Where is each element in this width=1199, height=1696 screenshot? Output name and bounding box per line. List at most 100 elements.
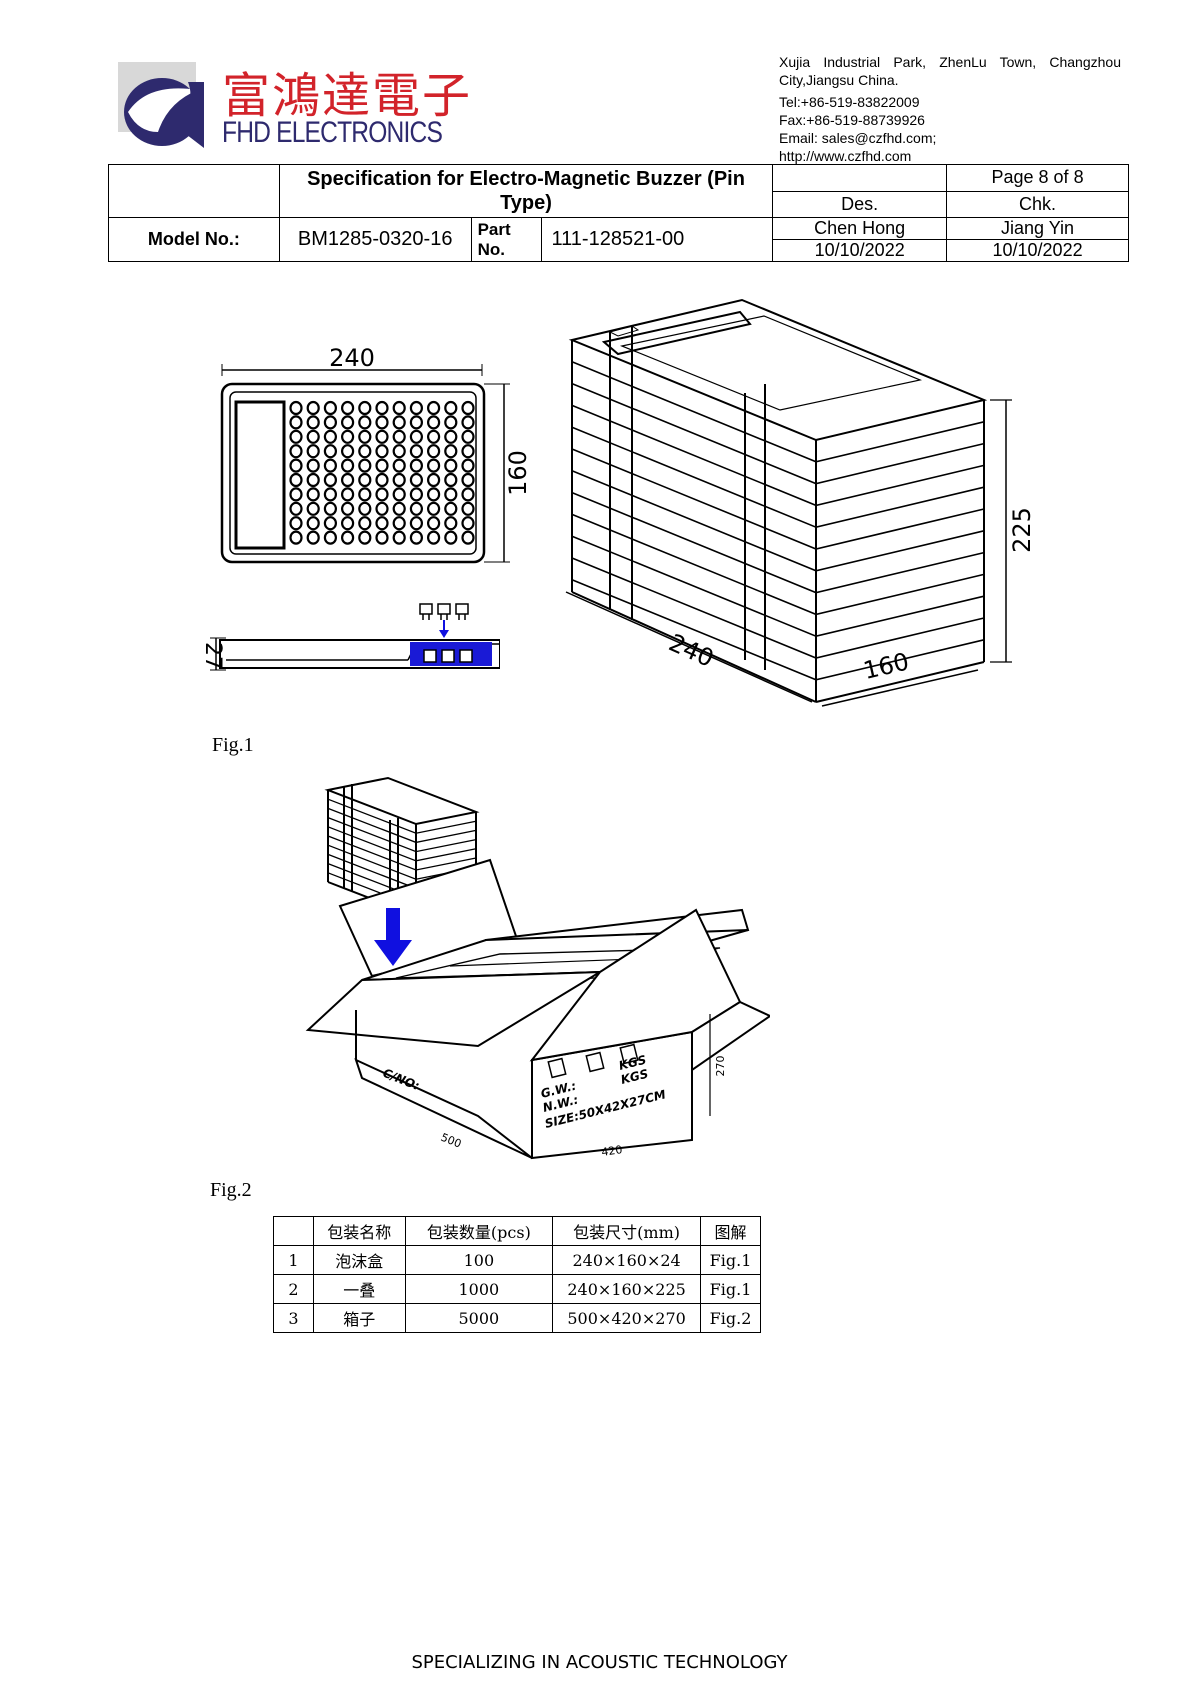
tray-cavity: [409, 400, 423, 416]
company-email: Email: sales@czfhd.com;: [779, 130, 937, 146]
table-row: 1 泡沫盒 100 240×160×24 Fig.1: [273, 1245, 761, 1275]
tray-cavity: [392, 530, 406, 545]
spec-title: Specification for Electro-Magnetic Buzze…: [278, 164, 774, 218]
tray-cavity: [323, 487, 337, 502]
table-cell: 5000: [404, 1303, 554, 1333]
tray-cavity: [341, 458, 355, 473]
tray-layer-edge: [571, 382, 985, 485]
tray-layer-edge: [571, 404, 985, 507]
tray-cavity: [375, 429, 389, 444]
tray-cavity: [444, 472, 458, 488]
tray-cavity: [461, 458, 475, 473]
tray-cavity: [323, 516, 337, 531]
tray-cavity: [427, 516, 441, 531]
tray-cavity: [427, 400, 441, 416]
table-cell: 100: [404, 1245, 554, 1275]
tray-cavity: [289, 400, 303, 416]
table-cell: 箱子: [312, 1303, 406, 1333]
stack-width-label: 240: [665, 629, 718, 673]
tray-stack-layers: [571, 361, 985, 681]
tray-cavity: [289, 429, 303, 444]
tray-cavity: [444, 429, 458, 444]
stack-height-label: 225: [1008, 507, 1036, 553]
tray-cavity: [444, 444, 458, 459]
tray-cavity: [306, 530, 320, 545]
tray-cavity: [392, 415, 406, 430]
tray-cavity: [323, 429, 337, 444]
tray-cavity: [323, 472, 337, 488]
tray-cavity: [358, 472, 372, 488]
table-cell: Fig.2: [700, 1303, 761, 1333]
tray-cavity: [306, 516, 320, 531]
table-cell: 240×160×24: [552, 1245, 702, 1275]
tray-cavity: [444, 400, 458, 416]
tray-cavity: [392, 458, 406, 473]
header-empty-cell: [772, 164, 948, 192]
tray-cavity: [341, 501, 355, 516]
tray-cavity: [323, 458, 337, 473]
tray-cavity: [323, 530, 337, 545]
tray-cavity: [306, 472, 320, 488]
tray-layer-edge: [571, 579, 985, 681]
model-value: BM1285-0320-16: [278, 217, 472, 262]
table-cell: Fig.1: [700, 1274, 761, 1304]
tray-cavity: [427, 429, 441, 444]
tray-cavity: [358, 429, 372, 444]
fig1-label: Fig.1: [212, 734, 254, 756]
tray-cavity: [341, 444, 355, 459]
tray-cavity: [427, 530, 441, 545]
header-blank-cell: [108, 164, 280, 218]
des-label: Des.: [772, 190, 948, 218]
tray-cavity: [358, 487, 372, 502]
tray-cavity: [306, 458, 320, 473]
tray-layer-edge: [571, 361, 985, 463]
tray-cavity: [409, 487, 423, 502]
header-cell: 包装尺寸(mm): [552, 1216, 702, 1246]
spec-header-table: Specification for Electro-Magnetic Buzze…: [108, 164, 1129, 262]
tray-height-label: 27: [200, 642, 225, 670]
table-cell: 2: [273, 1274, 314, 1304]
designer-date: 10/10/2022: [772, 239, 948, 262]
company-info: Xujia Industrial Park, ZhenLu Town, Chan…: [779, 53, 1121, 165]
tray-cavity: [306, 487, 320, 502]
designer-name: Chen Hong: [772, 217, 948, 240]
header-cell: 包装名称: [312, 1216, 406, 1246]
carton-drawing: G.W.: N.W.: SIZE:50X42X27CM KGS KGS C/NO…: [305, 776, 770, 1160]
fig2-label: Fig.2: [210, 1179, 252, 1201]
tray-cavity: [341, 516, 355, 531]
tray-layer-edge: [571, 491, 985, 594]
carton-kgs-1: KGS: [617, 1053, 647, 1073]
tray-layer-edge: [571, 535, 985, 638]
header-cell: 图解: [700, 1216, 761, 1246]
tray-cavity: [409, 458, 423, 473]
tray-layer-edge: [571, 557, 985, 659]
tray-cavity: [289, 472, 303, 488]
tray-cavity: [289, 487, 303, 502]
tray-cavity: [444, 458, 458, 473]
tray-cavity: [289, 516, 303, 531]
checker-date: 10/10/2022: [946, 239, 1129, 262]
tray-cavity: [409, 501, 423, 516]
tray-cavity: [461, 530, 475, 545]
tray-cavity: [341, 400, 355, 416]
tray-cavity: [427, 458, 441, 473]
tray-stack-drawing: 240 160 225: [565, 298, 1036, 707]
tray-cavity: [375, 516, 389, 531]
tray-cavity: [306, 444, 320, 459]
packaging-table-header: 包装名称 包装数量(pcs) 包装尺寸(mm) 图解: [273, 1216, 761, 1246]
page-number: Page 8 of 8: [946, 164, 1129, 192]
small-stack-layer-edge: [327, 826, 477, 862]
tray-cavity: [461, 472, 475, 488]
tray-cavity: [461, 415, 475, 430]
part-label: Part No.: [470, 217, 542, 262]
table-row: 2 一叠 1000 240×160×225 Fig.1: [273, 1274, 761, 1304]
carton-kgs-2: KGS: [619, 1067, 649, 1087]
tray-cavity: [341, 472, 355, 488]
tray-cavity: [375, 400, 389, 416]
tray-cavity-grid: [289, 400, 475, 545]
logo-english-text: FHD ELECTRONICS: [222, 116, 443, 149]
tray-cavity: [461, 516, 475, 531]
packaging-table: 包装名称 包装数量(pcs) 包装尺寸(mm) 图解 1 泡沫盒 100 240…: [273, 1216, 761, 1333]
tray-cavity: [306, 429, 320, 444]
tray-cavity: [358, 444, 372, 459]
